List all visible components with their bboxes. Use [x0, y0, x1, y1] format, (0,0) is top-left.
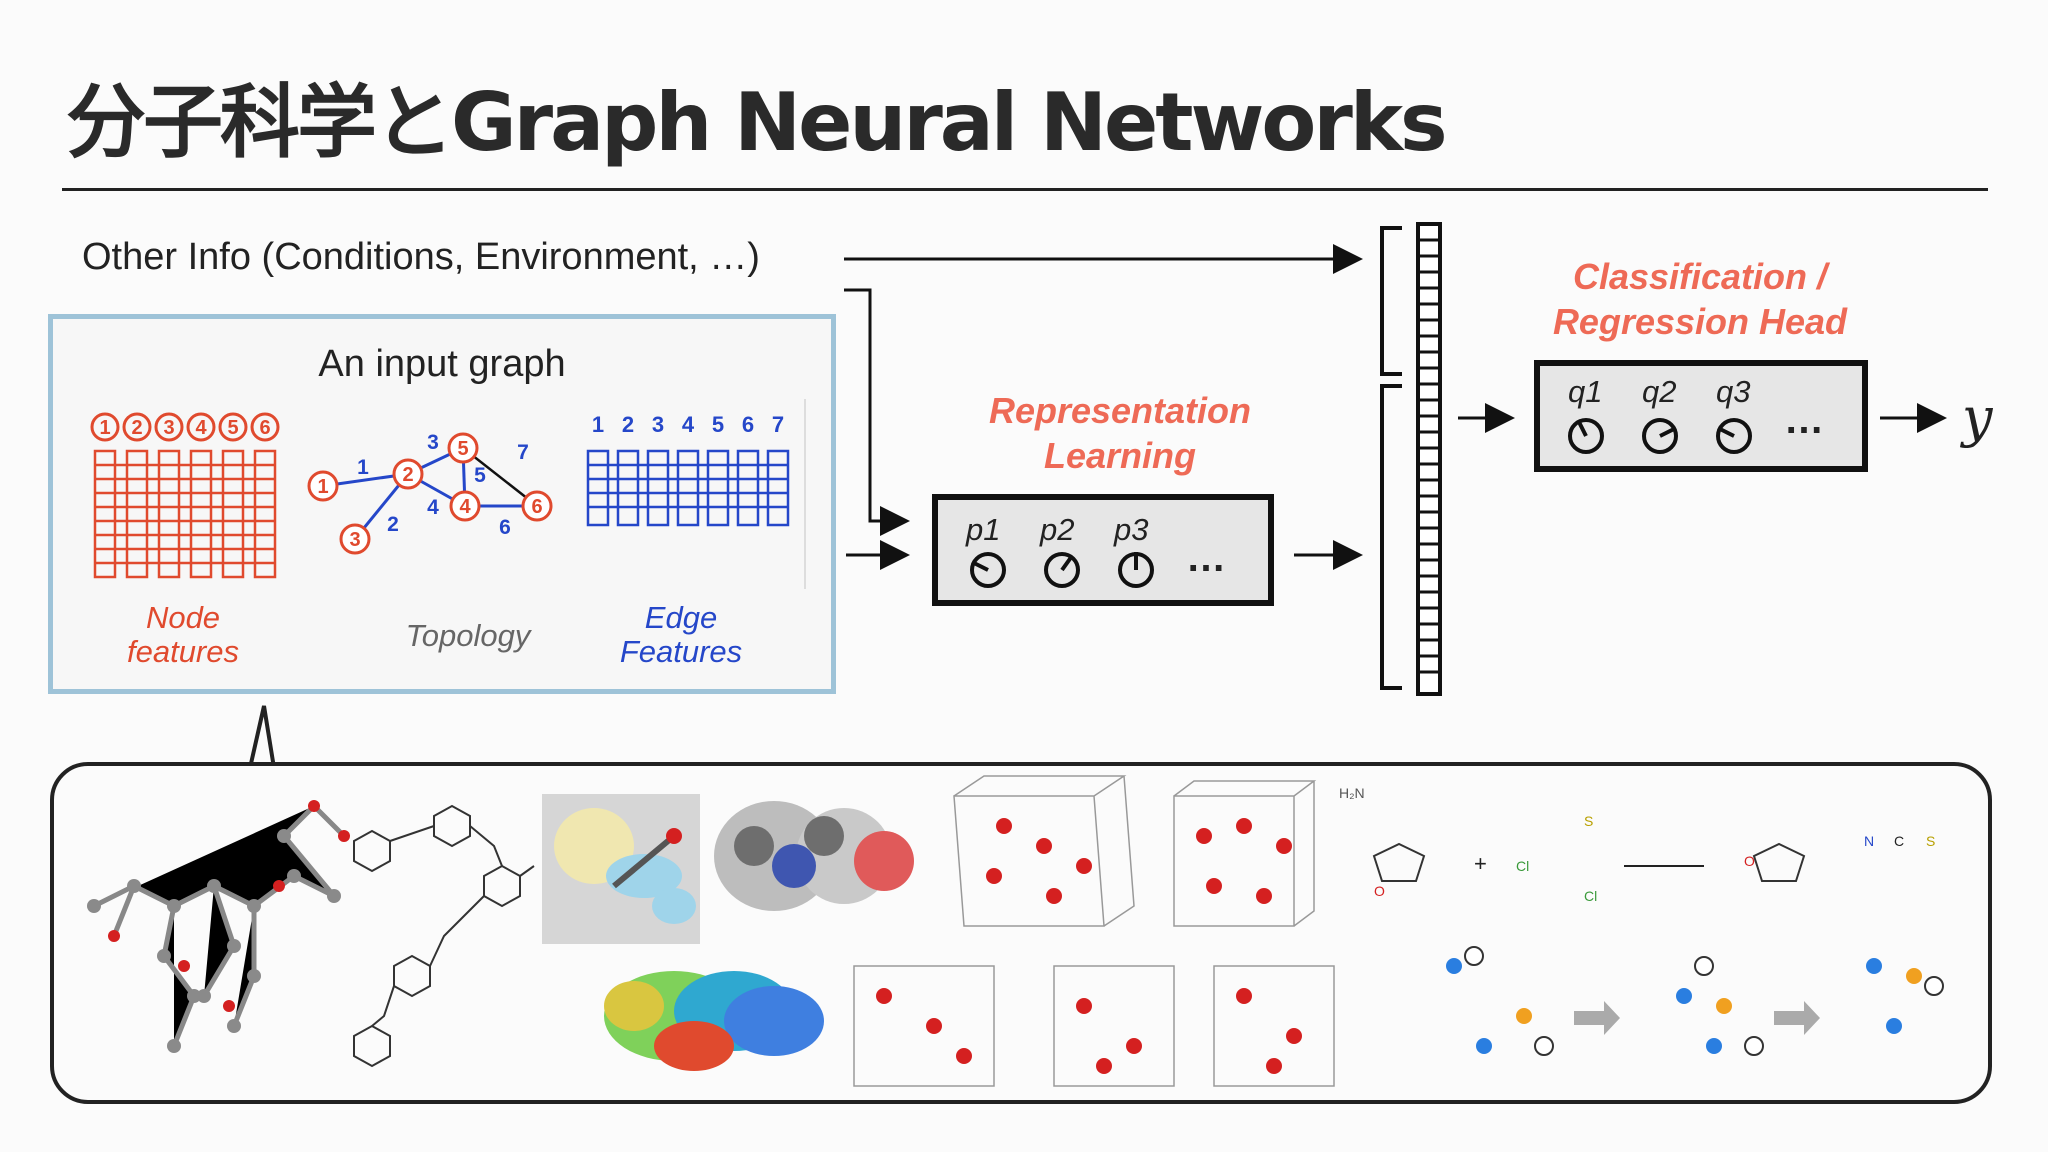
crystal-cell	[953, 775, 1135, 927]
svg-text:Cl: Cl	[1584, 888, 1597, 904]
svg-text:4: 4	[427, 496, 439, 519]
param-ellipsis: …	[1784, 398, 1824, 442]
page-title: 分子科学とGraph Neural Networks	[66, 76, 1448, 169]
svg-text:4: 4	[459, 496, 471, 518]
representation-learning-title: Representation Learning	[988, 390, 1252, 476]
ball-stick-molecule	[87, 800, 350, 1053]
param-label: p1	[966, 512, 1001, 547]
dial-icon	[1642, 418, 1678, 454]
space-filling-molecule	[714, 801, 914, 911]
svg-text:5: 5	[712, 412, 724, 437]
edge-feature-matrix	[586, 449, 790, 527]
electrostatic-surface	[604, 971, 824, 1071]
molecule-gallery: H₂N O + Cl Cl S N C S O	[87, 775, 1944, 1087]
param-ellipsis: …	[1186, 536, 1226, 580]
dial-icons	[970, 552, 1154, 588]
param-label: q3	[1716, 374, 1751, 409]
svg-text:H₂N: H₂N	[1339, 785, 1365, 801]
svg-text:6: 6	[531, 496, 542, 518]
input-graph-panel: An input graph 1 2 3 4 5 6	[48, 314, 836, 694]
svg-text:7: 7	[517, 441, 529, 464]
svg-text:6: 6	[742, 412, 754, 437]
topology-graph: 1 2 3 4 5 6 1 2 3 4 5 6 7	[307, 431, 553, 555]
param-label: q2	[1642, 374, 1677, 409]
param-label: q1	[1568, 374, 1603, 409]
bubble-pointer	[248, 705, 276, 769]
reaction-mechanism	[1446, 946, 1944, 1056]
crystal-cell	[853, 965, 1335, 1087]
svg-text:4: 4	[682, 412, 695, 437]
svg-text:1: 1	[592, 412, 604, 437]
node-feature-numbers	[90, 412, 280, 442]
dial-icon	[1568, 418, 1604, 454]
title-divider	[62, 188, 1988, 191]
arrow-other-to-rl	[844, 288, 910, 536]
svg-text:3: 3	[652, 412, 664, 437]
svg-text:1: 1	[317, 476, 328, 498]
svg-text:5: 5	[474, 464, 486, 487]
svg-text:O: O	[1374, 883, 1385, 899]
topology-caption: Topology	[405, 618, 531, 653]
svg-text:S: S	[1926, 833, 1935, 849]
svg-text:2: 2	[622, 412, 634, 437]
node-num: 6	[259, 417, 270, 439]
skeletal-molecule	[353, 804, 535, 1068]
svg-text:O: O	[1744, 853, 1755, 869]
svg-text:S: S	[1584, 813, 1593, 829]
node-num: 1	[99, 417, 110, 439]
representation-learning-box: p1 p2 p3 …	[932, 494, 1274, 606]
other-info-label: Other Info (Conditions, Environment, …)	[82, 236, 760, 278]
svg-text:2: 2	[402, 464, 413, 486]
svg-text:6: 6	[499, 516, 511, 539]
svg-text:Cl: Cl	[1516, 858, 1529, 874]
node-num: 5	[227, 417, 238, 439]
edge-features-caption: Edge Features	[619, 600, 743, 669]
svg-text:N: N	[1864, 833, 1874, 849]
svg-text:7: 7	[772, 412, 784, 437]
output-y: y	[1962, 386, 1993, 449]
input-graph-title: An input graph	[318, 343, 566, 385]
concat-vector	[1416, 222, 1442, 696]
molecule-examples-panel: H₂N O + Cl Cl S N C S O	[50, 762, 1992, 1104]
dial-icon	[1044, 552, 1080, 588]
svg-text:1: 1	[357, 456, 369, 479]
edge-feature-numbers: 1 2 3 4 5 6 7	[592, 412, 784, 437]
svg-text:5: 5	[457, 438, 468, 460]
svg-text:2: 2	[387, 513, 399, 536]
graph-illustration: 1 2 3 4 5 6	[90, 399, 806, 589]
node-num: 4	[195, 417, 207, 439]
bracket-bottom	[1380, 384, 1402, 690]
dial-icons	[1568, 418, 1752, 454]
node-num: 2	[131, 417, 142, 439]
node-feature-matrix	[93, 449, 277, 579]
node-features-caption: Node features	[126, 600, 239, 669]
head-box: q1 q2 q3 …	[1534, 360, 1868, 472]
param-label: p3	[1114, 512, 1149, 547]
node-num: 3	[163, 417, 174, 439]
bracket-top	[1380, 226, 1402, 376]
svg-text:+: +	[1474, 851, 1487, 876]
head-title: Classification / Regression Head	[1552, 256, 1848, 342]
reaction-scheme: H₂N O + Cl Cl S N C S O	[1339, 785, 1935, 904]
svg-text:3: 3	[427, 431, 439, 454]
dial-icon	[970, 552, 1006, 588]
orbital-image	[542, 794, 700, 944]
dial-icon	[1716, 418, 1752, 454]
svg-text:3: 3	[349, 529, 360, 551]
crystal-cell	[1173, 780, 1317, 927]
param-label: p2	[1040, 512, 1075, 547]
svg-text:C: C	[1894, 833, 1904, 849]
